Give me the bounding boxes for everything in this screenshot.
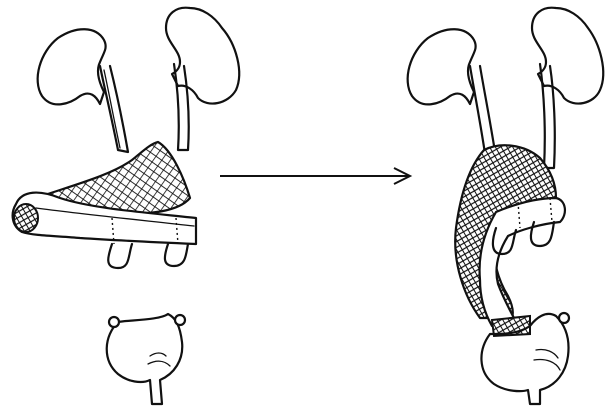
right-ureter bbox=[174, 64, 189, 150]
right-ureter bbox=[540, 64, 555, 168]
bladder bbox=[107, 314, 183, 404]
colon-lumen bbox=[14, 204, 38, 232]
left-kidney bbox=[38, 29, 106, 104]
right-arrow bbox=[220, 168, 410, 184]
bladder-ureteral-orifice-left bbox=[109, 317, 119, 327]
left-kidney bbox=[408, 29, 476, 104]
bladder-ureteral-orifice-right bbox=[175, 315, 185, 325]
right-ureter-stump bbox=[165, 244, 188, 266]
bladder-ureteral-orifice-right bbox=[559, 313, 569, 323]
panel-before bbox=[13, 8, 240, 404]
panel-after bbox=[408, 8, 604, 404]
left-ureter-stump bbox=[108, 244, 132, 268]
left-ureter bbox=[100, 66, 128, 152]
colon-conduit bbox=[480, 198, 565, 326]
